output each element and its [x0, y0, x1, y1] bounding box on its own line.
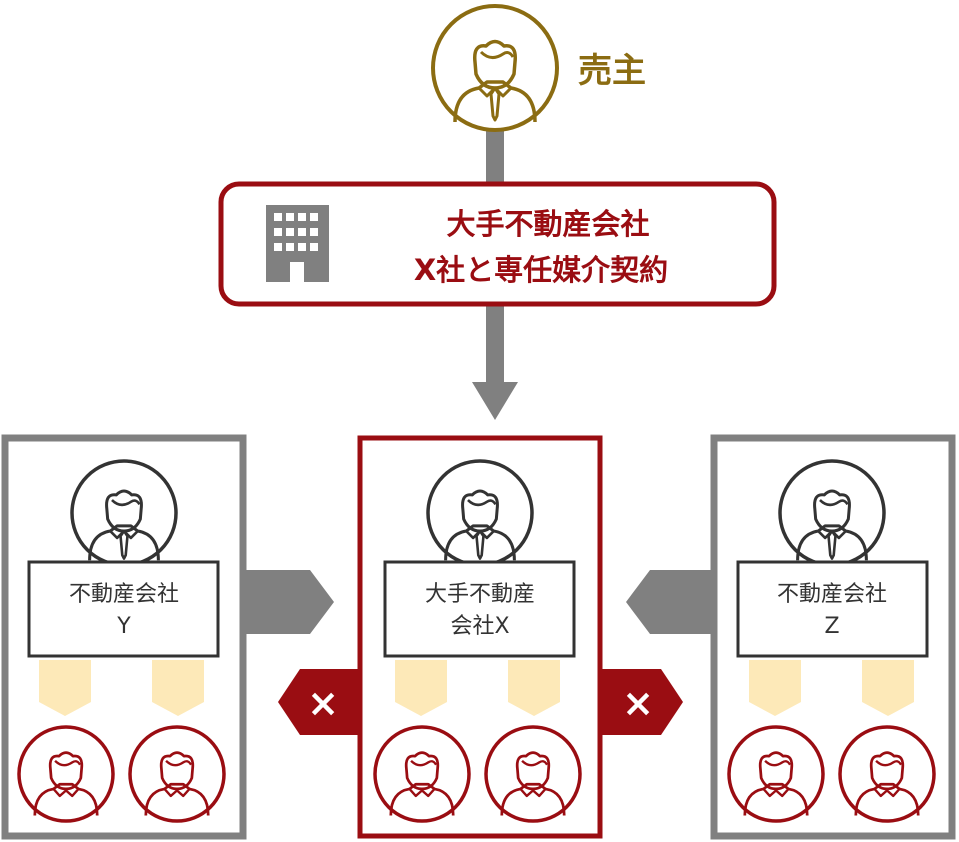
company-x-arrow-1	[395, 660, 447, 716]
company-z-arrow-1	[749, 660, 801, 716]
arrow-y-to-x	[243, 570, 334, 634]
blocked-marker-left: ×	[278, 669, 362, 735]
company-y-buyer-avatar-2	[128, 725, 226, 823]
company-y-arrow-2	[152, 660, 204, 716]
company-x-agent-avatar	[426, 459, 534, 567]
company-x-line-1: 大手不動産	[425, 582, 535, 607]
company-z-arrow-2	[862, 660, 914, 716]
contract-line-2: X社と専任媒介契約	[414, 253, 668, 287]
company-y-line-2: Y	[116, 614, 131, 639]
company-x-buyer-avatar-1	[373, 725, 471, 823]
company-x-buyer-avatar-2	[484, 725, 582, 823]
company-y-agent-avatar	[70, 459, 178, 567]
seller-label: 売主	[578, 51, 646, 91]
company-y-panel: 不動産会社 Y	[1, 434, 247, 840]
blocked-marker-right: ×	[599, 669, 683, 735]
company-x-label-box	[383, 560, 576, 658]
contract-line-1: 大手不動産会社	[446, 207, 649, 241]
company-y-buyer-avatar-1	[17, 725, 115, 823]
company-y-label-box	[27, 560, 220, 658]
seller-avatar	[431, 4, 559, 132]
blocked-mark-left: ×	[307, 681, 339, 725]
connector-arrowhead	[472, 382, 518, 420]
contract-box: 大手不動産会社 X社と専任媒介契約	[218, 181, 777, 307]
arrow-z-to-x	[626, 570, 713, 634]
company-z-line-2: Z	[824, 614, 839, 639]
company-z-buyer-avatar-2	[838, 725, 936, 823]
company-x-line-2: 会社X	[450, 614, 509, 639]
company-z-buyer-avatar-1	[727, 725, 825, 823]
company-x-arrow-2	[508, 660, 560, 716]
company-y-line-1: 不動産会社	[69, 582, 179, 607]
blocked-mark-right: ×	[622, 681, 654, 725]
company-z-panel: 不動産会社 Z	[710, 434, 956, 840]
company-x-panel: 大手不動産 会社X	[357, 435, 603, 839]
company-z-line-1: 不動産会社	[777, 582, 887, 607]
company-y-arrow-1	[39, 660, 91, 716]
company-z-label-box	[736, 560, 929, 658]
company-z-agent-avatar	[778, 459, 886, 567]
building-icon	[266, 205, 329, 282]
